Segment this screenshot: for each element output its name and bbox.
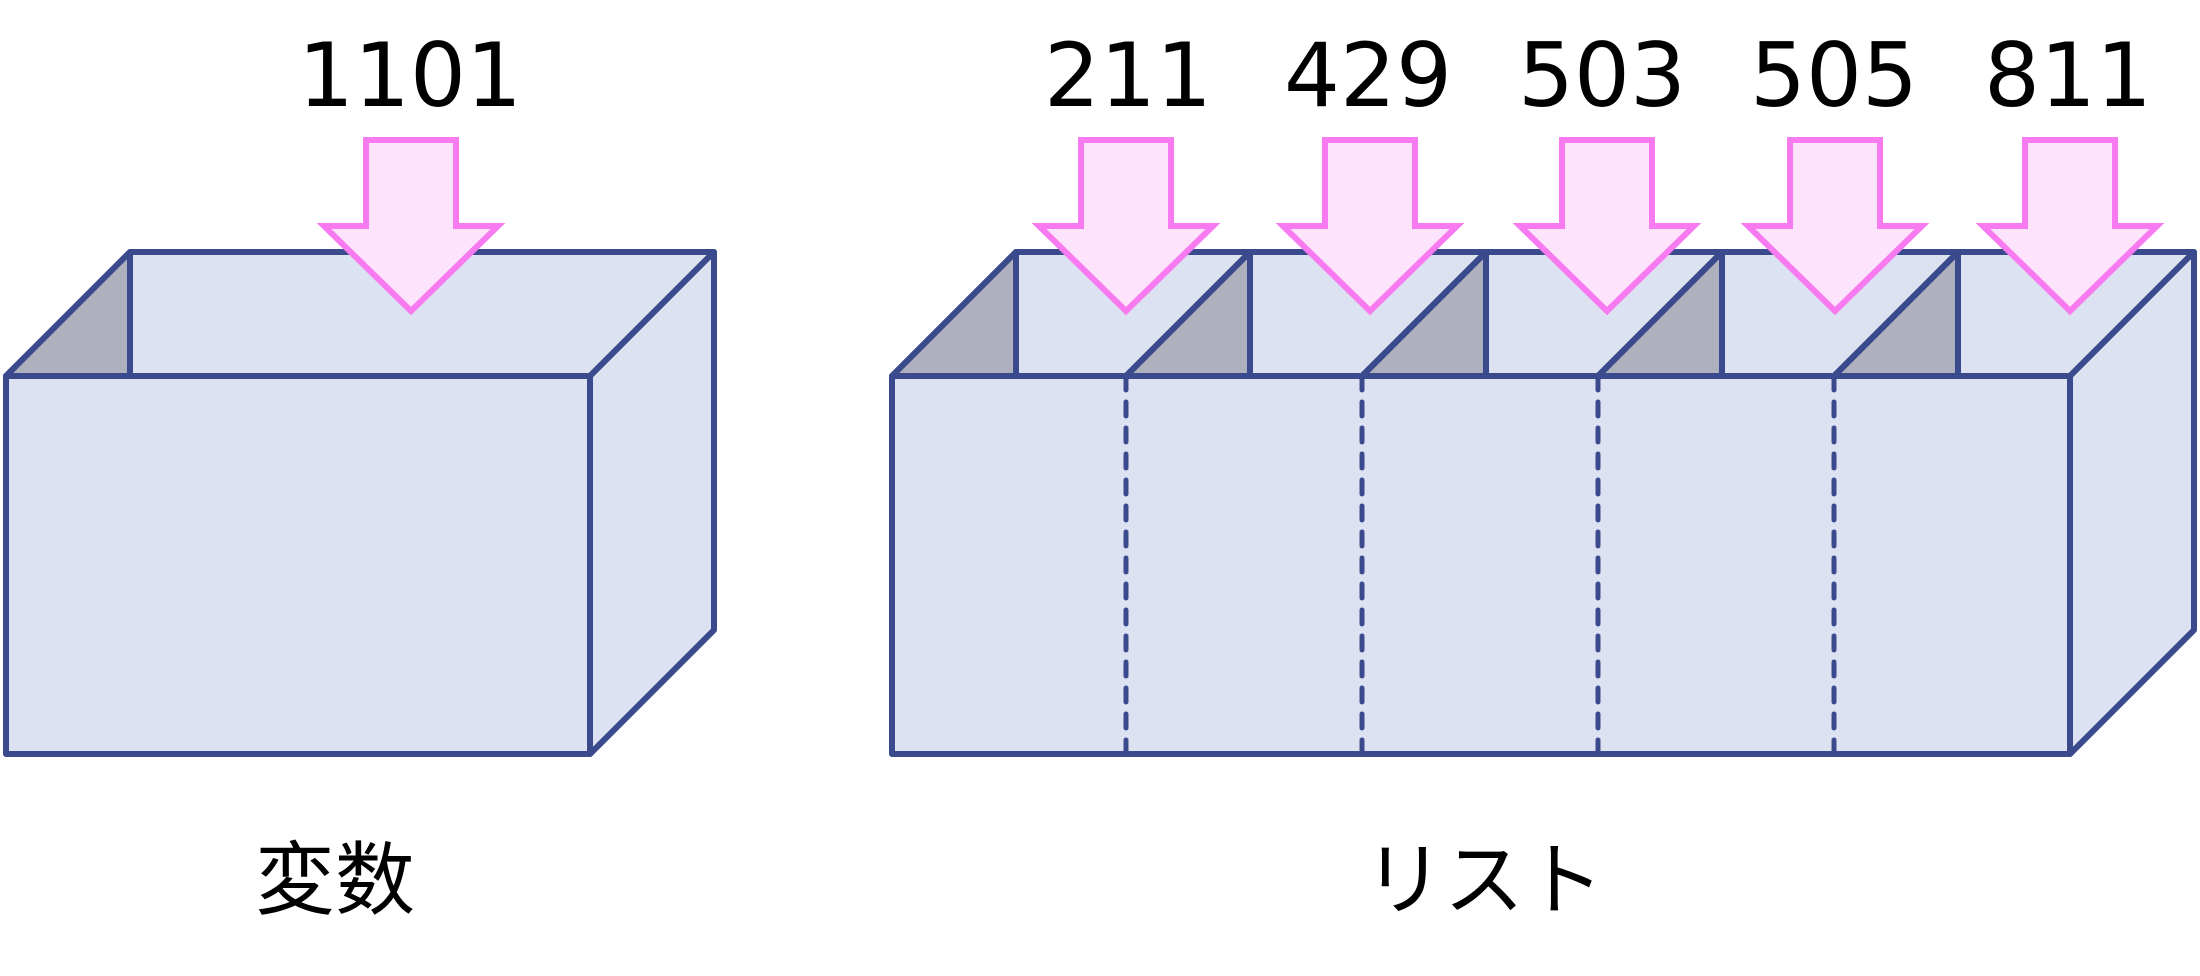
list-value-1: 211 <box>1044 24 1212 127</box>
list-slot-1-inner-wall <box>889 249 1019 379</box>
variable-caption: 変数 <box>255 834 415 927</box>
down-arrow-icon <box>1512 137 1702 316</box>
variable-arrow <box>316 137 506 316</box>
list-box-front <box>889 373 2073 757</box>
down-arrow-icon <box>1031 137 1221 316</box>
list-top-diagonal-4 <box>1831 249 1961 379</box>
list-top-diagonal-3 <box>1595 249 1725 379</box>
down-arrow-icon <box>316 137 506 316</box>
list-arrows <box>1031 137 2165 316</box>
down-arrow-icon <box>1275 137 1465 316</box>
list-caption: リスト <box>1364 834 1604 927</box>
variable-value: 1101 <box>298 24 522 127</box>
list-top-diagonal-1 <box>1123 249 1253 379</box>
list-box <box>889 249 2197 757</box>
down-arrow-icon <box>1740 137 1930 316</box>
list-top-diagonal-2 <box>1359 249 1489 379</box>
list-value-2: 429 <box>1284 24 1452 127</box>
list-value-5: 811 <box>1984 24 2152 127</box>
down-arrow-icon <box>1975 137 2165 316</box>
list-value-3: 503 <box>1518 24 1686 127</box>
variable-box <box>3 249 717 757</box>
list-value-4: 505 <box>1750 24 1918 127</box>
variable-box-inner-wall <box>3 249 133 379</box>
variable-box-front <box>3 373 593 757</box>
